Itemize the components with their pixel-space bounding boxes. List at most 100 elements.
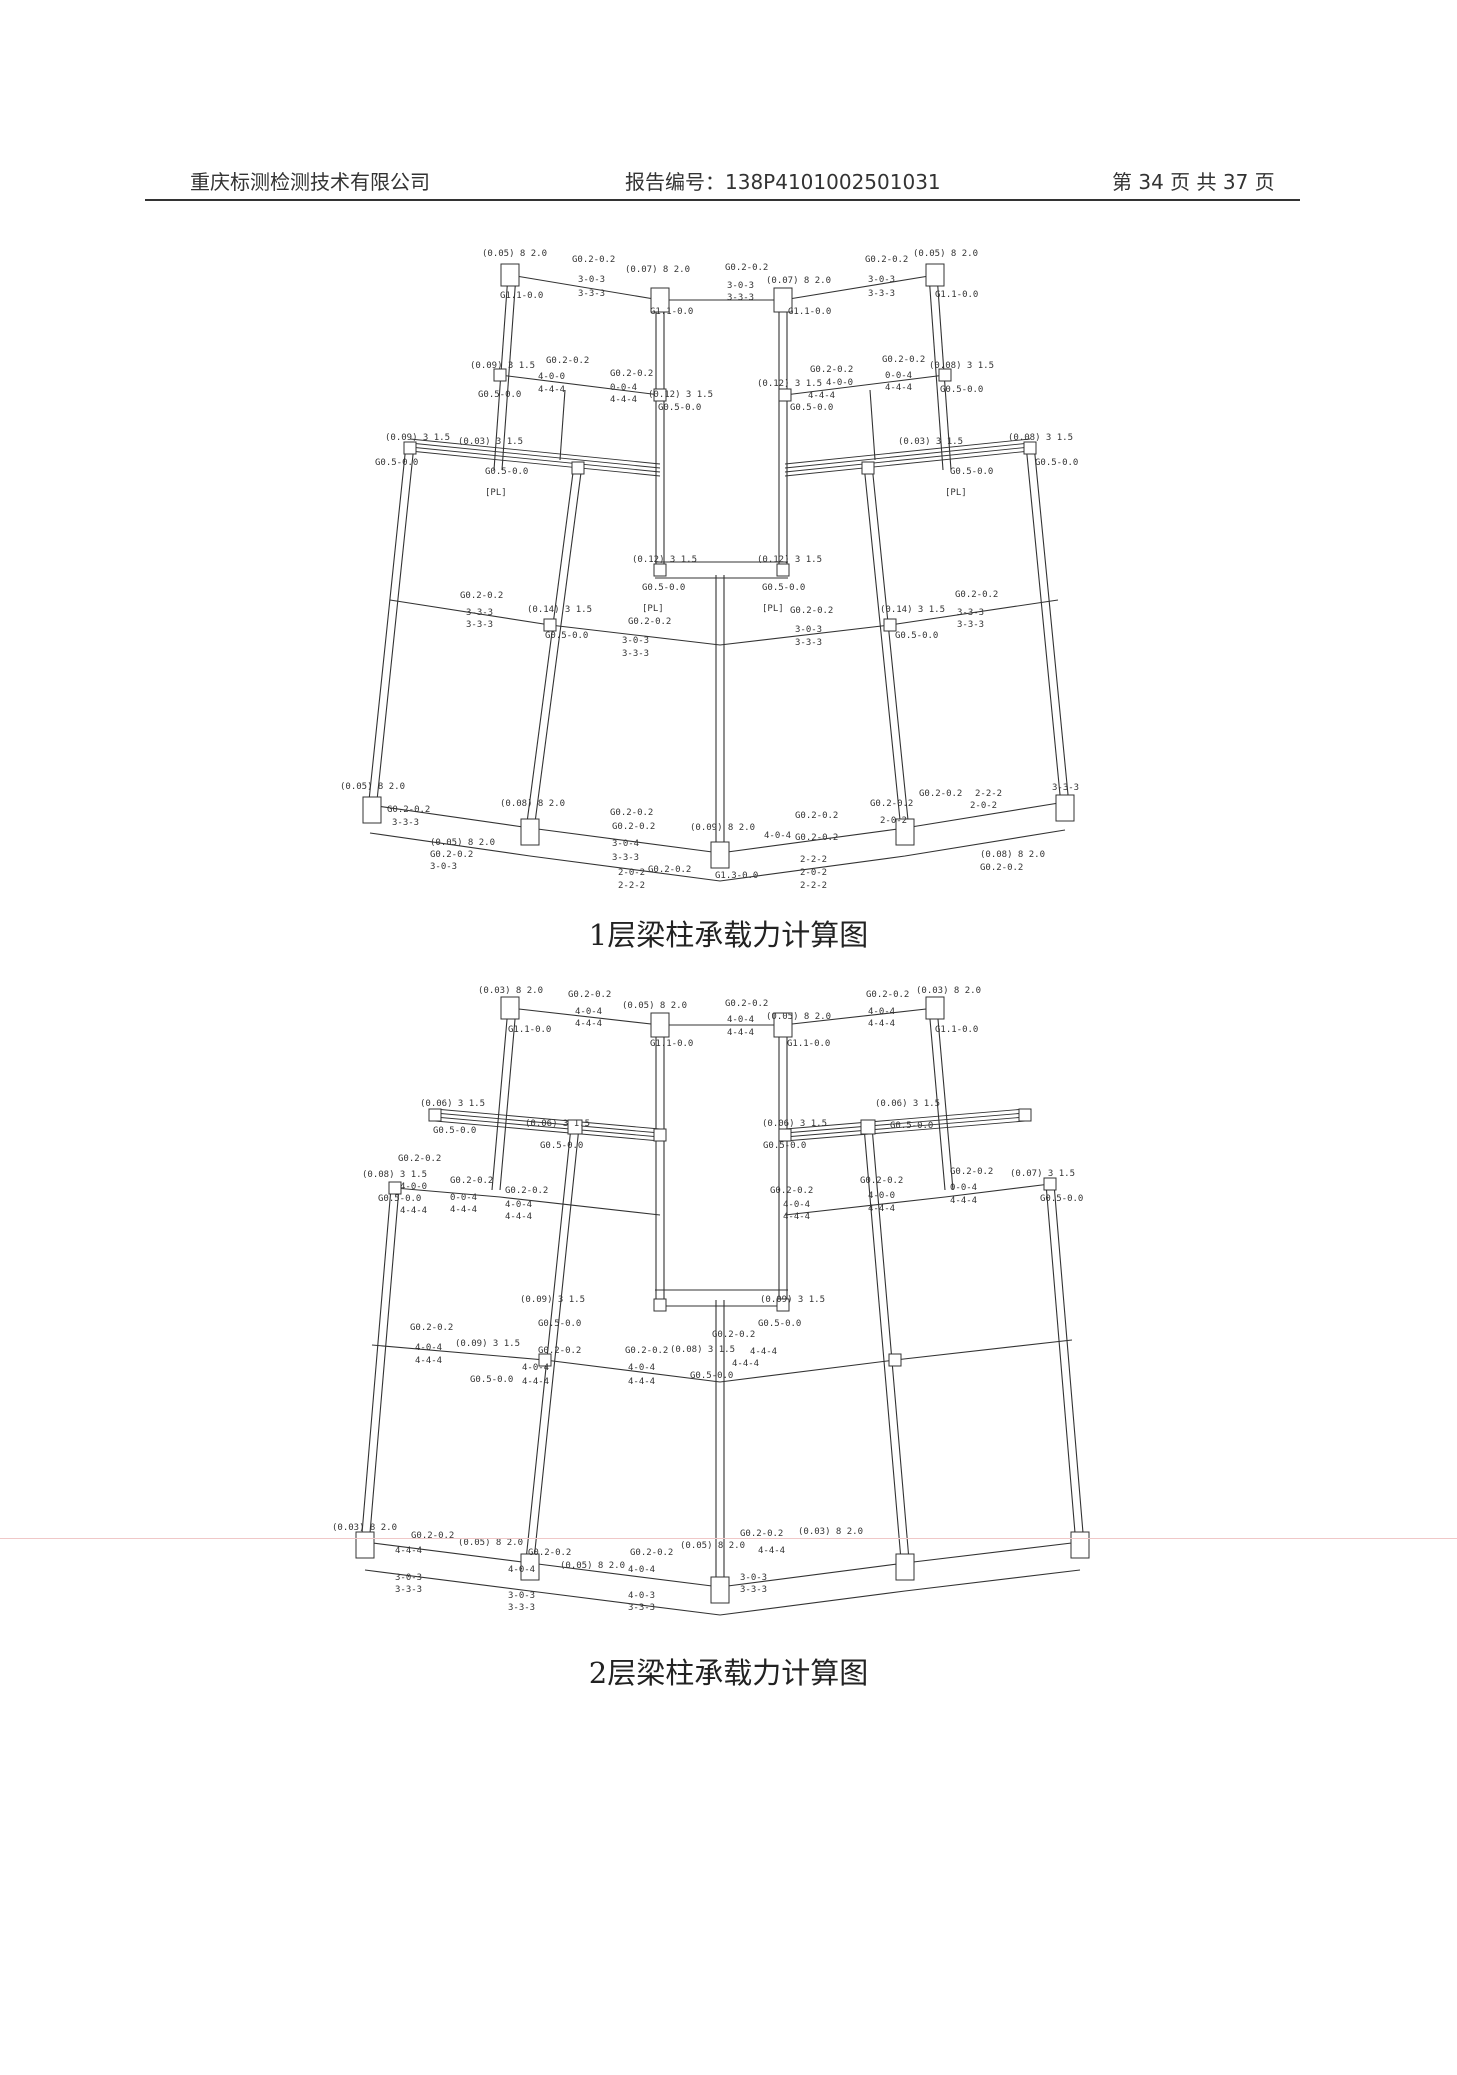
annotation-label: 3-3-3 bbox=[1052, 783, 1079, 793]
column-edge bbox=[499, 1007, 517, 1191]
column-section-box bbox=[773, 287, 793, 313]
annotation-label: 3-3-3 bbox=[466, 608, 493, 618]
annotation-label: G1.1-0.0 bbox=[508, 1025, 551, 1035]
annotation-label: (0.12) 3 1.5 bbox=[757, 379, 822, 389]
annotation-label: 4-4-4 bbox=[505, 1212, 532, 1222]
annotation-label: G0.2-0.2 bbox=[612, 822, 655, 832]
scan-artifact-line bbox=[0, 1538, 1457, 1539]
annotation-label: 4-4-4 bbox=[868, 1204, 895, 1214]
column-edge bbox=[936, 1007, 954, 1191]
column-section-box bbox=[1043, 1177, 1057, 1191]
annotation-label: G0.2-0.2 bbox=[870, 799, 913, 809]
annotation-label: G0.5-0.0 bbox=[1040, 1194, 1083, 1204]
annotation-label: G0.2-0.2 bbox=[546, 356, 589, 366]
annotation-label: G0.2-0.2 bbox=[725, 999, 768, 1009]
annotation-label: [PL] bbox=[945, 488, 967, 498]
column-edge bbox=[928, 1007, 946, 1191]
annotation-label: 4-4-4 bbox=[575, 1019, 602, 1029]
column-edge bbox=[1033, 444, 1070, 806]
annotation-label: G0.2-0.2 bbox=[610, 808, 653, 818]
column-section-box bbox=[571, 461, 585, 475]
annotation-label: G0.2-0.2 bbox=[770, 1186, 813, 1196]
hatched-beam bbox=[784, 1112, 1026, 1134]
annotation-label: G0.5-0.0 bbox=[378, 1194, 421, 1204]
annotation-label: 4-0-4 bbox=[783, 1200, 810, 1210]
annotation-label: G0.2-0.2 bbox=[630, 1548, 673, 1558]
annotation-label: 0-0-4 bbox=[450, 1193, 477, 1203]
annotation-label: 2-2-2 bbox=[975, 789, 1002, 799]
column-section-box bbox=[773, 1012, 793, 1038]
annotation-label: 3-3-3 bbox=[392, 818, 419, 828]
hatched-beam bbox=[784, 1120, 1026, 1142]
annotation-label: (0.03) 3 1.5 bbox=[898, 437, 963, 447]
column-edge bbox=[491, 1007, 509, 1191]
annotation-label: 3-3-3 bbox=[957, 608, 984, 618]
annotation-label: 3-0-3 bbox=[740, 1573, 767, 1583]
annotation-label: G0.2-0.2 bbox=[628, 617, 671, 627]
annotation-label: 4-0-4 bbox=[764, 831, 791, 841]
annotation-label: 2-2-2 bbox=[618, 881, 645, 891]
annotation-label: [PL] bbox=[485, 488, 507, 498]
floor-1-frame-diagram: (0.05) 8 2.0G1.1-0.0G0.2-0.23-0-33-3-3(0… bbox=[340, 249, 1079, 891]
column-edge bbox=[533, 1126, 580, 1561]
column-section-box bbox=[888, 1353, 902, 1367]
column-section-box bbox=[388, 1181, 402, 1195]
annotation-label: 4-4-4 bbox=[610, 395, 637, 405]
annotation-label: G0.2-0.2 bbox=[865, 255, 908, 265]
annotation-label: 4-4-4 bbox=[395, 1546, 422, 1556]
annotation-label: 4-0-4 bbox=[505, 1200, 532, 1210]
column-edge bbox=[1053, 1183, 1085, 1546]
annotation-label: G0.2-0.2 bbox=[882, 355, 925, 365]
annotation-label: G0.5-0.0 bbox=[485, 467, 528, 477]
company-name: 重庆标测检测技术有限公司 bbox=[190, 170, 430, 194]
annotation-label: (0.09) 3 1.5 bbox=[455, 1339, 520, 1349]
annotation-label: G0.2-0.2 bbox=[810, 365, 853, 375]
annotation-label: 4-0-0 bbox=[538, 372, 565, 382]
hatched-beam bbox=[434, 1112, 661, 1134]
annotation-label: G0.5-0.0 bbox=[762, 583, 805, 593]
annotation-label: [PL] bbox=[762, 604, 784, 614]
column-section-box bbox=[403, 441, 417, 455]
annotation-label: 4-0-4 bbox=[575, 1007, 602, 1017]
annotation-label: (0.06) 3 1.5 bbox=[875, 1099, 940, 1109]
column-section-box bbox=[650, 1012, 670, 1038]
page-info: 第 34 页 共 37 页 bbox=[1112, 170, 1275, 194]
annotation-label: 4-0-4 bbox=[628, 1565, 655, 1575]
annotation-label: (0.08) 3 1.5 bbox=[362, 1170, 427, 1180]
annotation-label: G0.5-0.0 bbox=[538, 1319, 581, 1329]
annotation-label: 4-4-4 bbox=[808, 391, 835, 401]
column-section-box bbox=[1055, 794, 1075, 822]
column-section-box bbox=[938, 368, 952, 382]
floor-2-frame-diagram: (0.03) 8 2.0G1.1-0.0G0.2-0.24-0-44-4-4(0… bbox=[332, 986, 1090, 1616]
annotation-label: 3-3-3 bbox=[727, 293, 754, 303]
column-section-box bbox=[520, 818, 540, 846]
annotation-label: (0.05) 8 2.0 bbox=[913, 249, 978, 259]
annotation-label: G0.5-0.0 bbox=[433, 1126, 476, 1136]
column-section-box bbox=[895, 1553, 915, 1581]
annotation-label: 2-0-2 bbox=[800, 868, 827, 878]
annotation-label: G0.2-0.2 bbox=[505, 1186, 548, 1196]
column-section-box bbox=[710, 1576, 730, 1604]
beam bbox=[559, 389, 566, 461]
annotation-label: G0.5-0.0 bbox=[658, 403, 701, 413]
beam bbox=[389, 599, 1059, 646]
hatched-beam bbox=[784, 446, 1031, 473]
annotation-label: (0.09) 3 1.5 bbox=[760, 1295, 825, 1305]
annotation-label: G0.2-0.2 bbox=[572, 255, 615, 265]
beam bbox=[784, 1183, 1051, 1216]
column-edge bbox=[863, 464, 902, 831]
column-edge bbox=[360, 1187, 392, 1546]
top-beam bbox=[509, 1007, 936, 1026]
annotation-label: 3-3-3 bbox=[466, 620, 493, 630]
column-section-box bbox=[895, 818, 915, 846]
column-section-box bbox=[1070, 1531, 1090, 1559]
annotation-label: 4-4-4 bbox=[727, 1028, 754, 1038]
annotation-label: (0.09) 3 1.5 bbox=[470, 361, 535, 371]
annotation-label: G0.2-0.2 bbox=[919, 789, 962, 799]
annotation-label: (0.09) 3 1.5 bbox=[385, 433, 450, 443]
annotation-label: G0.5-0.0 bbox=[642, 583, 685, 593]
annotation-label: 3-3-3 bbox=[740, 1585, 767, 1595]
annotation-label: G0.2-0.2 bbox=[725, 263, 768, 273]
annotation-label: G0.2-0.2 bbox=[955, 590, 998, 600]
annotation-label: G0.2-0.2 bbox=[712, 1330, 755, 1340]
